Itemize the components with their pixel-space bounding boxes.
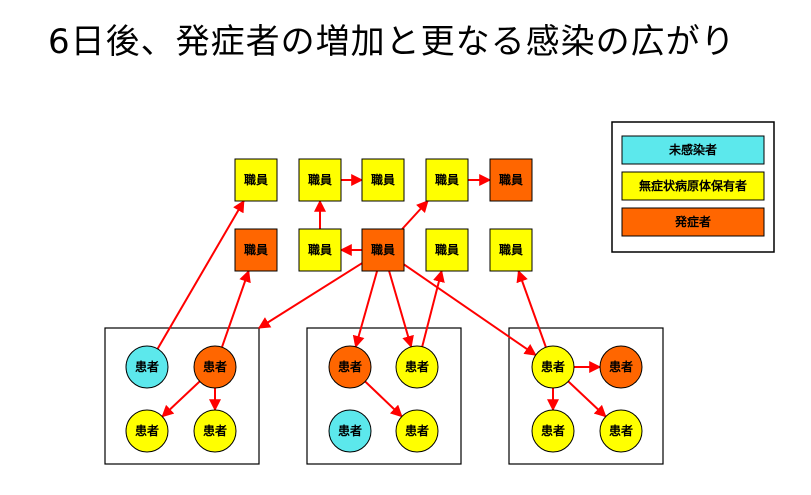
- infection-arrow: [388, 270, 414, 348]
- patient-node: 患者: [531, 345, 575, 389]
- staff-node: 職員: [425, 228, 469, 272]
- infection-arrow: [401, 200, 429, 230]
- staff-label: 職員: [244, 172, 268, 187]
- legend-swatch: [621, 135, 765, 165]
- infection-arrow: [352, 270, 379, 348]
- legend-swatch: [621, 207, 765, 237]
- staff-label: 職員: [308, 242, 332, 257]
- staff-node: 職員: [361, 228, 405, 272]
- patient-label: 患者: [203, 359, 227, 374]
- legend-label: 未感染者: [668, 142, 717, 157]
- patient-node: 患者: [125, 345, 169, 389]
- patient-circle: [193, 409, 237, 453]
- patient-label: 患者: [135, 423, 159, 438]
- patient-label: 患者: [203, 423, 227, 438]
- room-border: [104, 327, 260, 465]
- legend-label: 発症者: [674, 214, 711, 229]
- staff-label: 職員: [371, 242, 395, 257]
- staff-node: 職員: [489, 158, 533, 202]
- infection-arrow: [516, 269, 547, 348]
- legend-swatch: [621, 171, 765, 201]
- infection-arrow: [221, 269, 251, 348]
- patient-node: 患者: [395, 345, 439, 389]
- patient-label: 患者: [541, 423, 565, 438]
- staff-box: [361, 158, 405, 202]
- patient-node: 患者: [328, 345, 372, 389]
- patient-room-3: [508, 327, 664, 465]
- infection-arrow: [567, 380, 607, 418]
- legend-item: 未感染者: [621, 135, 765, 165]
- staff-label: 職員: [499, 172, 523, 187]
- patient-circle: [395, 409, 439, 453]
- patient-room-2: [306, 327, 462, 465]
- staff-node: 職員: [425, 158, 469, 202]
- patient-label: 患者: [338, 359, 362, 374]
- patient-circle: [328, 409, 372, 453]
- staff-box: [425, 158, 469, 202]
- staff-box: [361, 228, 405, 272]
- patient-node: 患者: [328, 409, 372, 453]
- patient-node: 患者: [193, 409, 237, 453]
- patient-label: 患者: [405, 359, 429, 374]
- staff-label: 職員: [435, 242, 459, 257]
- infection-arrow: [364, 380, 403, 418]
- patient-room-1: [104, 327, 260, 465]
- staff-box: [234, 228, 278, 272]
- staff-box: [425, 228, 469, 272]
- staff-node: 職員: [361, 158, 405, 202]
- patient-label: 患者: [541, 359, 565, 374]
- patient-circle: [531, 409, 575, 453]
- patient-circle: [125, 345, 169, 389]
- staff-node: 職員: [234, 158, 278, 202]
- patient-node: 患者: [193, 345, 237, 389]
- staff-box: [234, 158, 278, 202]
- staff-label: 職員: [244, 242, 268, 257]
- staff-node: 職員: [298, 158, 342, 202]
- infection-arrow: [161, 380, 201, 418]
- legend-item: 無症状病原体保有者: [621, 171, 765, 201]
- staff-label: 職員: [499, 242, 523, 257]
- legend-item: 発症者: [621, 207, 765, 237]
- patient-label: 患者: [609, 423, 633, 438]
- staff-box: [489, 158, 533, 202]
- patient-node: 患者: [599, 345, 643, 389]
- infection-arrow: [257, 262, 363, 329]
- staff-node: 職員: [234, 228, 278, 272]
- staff-node: 職員: [298, 228, 342, 272]
- staff-box: [298, 228, 342, 272]
- staff-box: [489, 228, 533, 272]
- patient-node: 患者: [531, 409, 575, 453]
- staff-box: [298, 158, 342, 202]
- patient-circle: [193, 345, 237, 389]
- patient-circle: [125, 409, 169, 453]
- patient-circle: [531, 345, 575, 389]
- patient-node: 患者: [125, 409, 169, 453]
- legend-label: 無症状病原体保有者: [639, 178, 747, 193]
- patient-label: 患者: [135, 359, 159, 374]
- staff-label: 職員: [435, 172, 459, 187]
- patient-circle: [599, 409, 643, 453]
- room-border: [508, 327, 664, 465]
- patient-label: 患者: [338, 423, 362, 438]
- patient-circle: [328, 345, 372, 389]
- infection-arrow: [403, 263, 537, 356]
- patient-circle: [395, 345, 439, 389]
- staff-node: 職員: [489, 228, 533, 272]
- room-border: [306, 327, 462, 465]
- patient-node: 患者: [599, 409, 643, 453]
- patient-label: 患者: [609, 359, 633, 374]
- staff-label: 職員: [371, 172, 395, 187]
- infection-arrow: [156, 199, 245, 350]
- staff-label: 職員: [308, 172, 332, 187]
- page-title: 6日後、発症者の増加と更なる感染の広がり: [48, 22, 736, 62]
- patient-circle: [599, 345, 643, 389]
- patient-label: 患者: [405, 423, 429, 438]
- infection-arrow: [421, 269, 445, 347]
- patient-node: 患者: [395, 409, 439, 453]
